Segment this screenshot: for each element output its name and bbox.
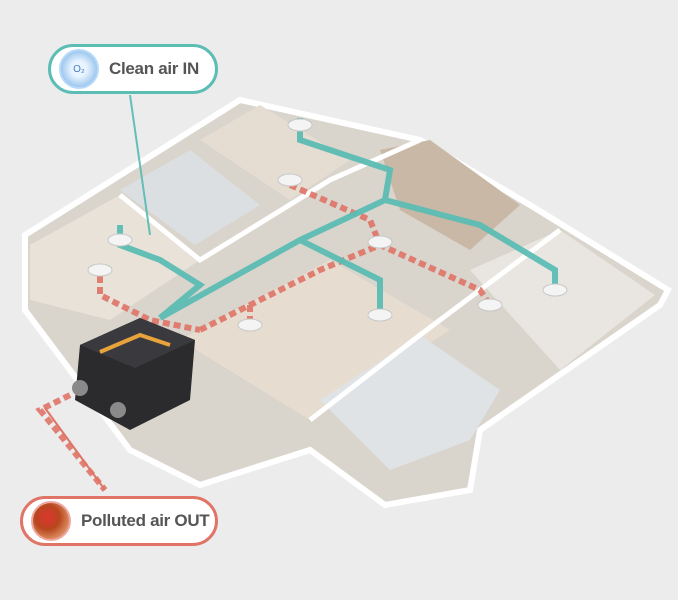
o2-bubble-icon: O₂	[59, 49, 99, 89]
polluted-connector	[44, 407, 106, 491]
polluted-air-out-label: Polluted air OUT	[20, 496, 218, 546]
walls	[308, 228, 562, 422]
bedroom-top	[200, 105, 350, 200]
ventilation-unit	[72, 318, 195, 430]
o2-symbol: O₂	[73, 63, 85, 75]
bathroom-bottom	[320, 335, 500, 470]
clean-air-in-text: Clean air IN	[109, 59, 199, 78]
vents	[87, 118, 568, 332]
clean-air-in-label: O₂ Clean air IN	[48, 44, 218, 94]
pollution-particle-icon	[31, 501, 71, 541]
walls	[118, 137, 422, 264]
polluted-air-out-text: Polluted air OUT	[81, 511, 210, 530]
bathroom-top	[120, 150, 260, 245]
kitchen	[380, 140, 520, 250]
